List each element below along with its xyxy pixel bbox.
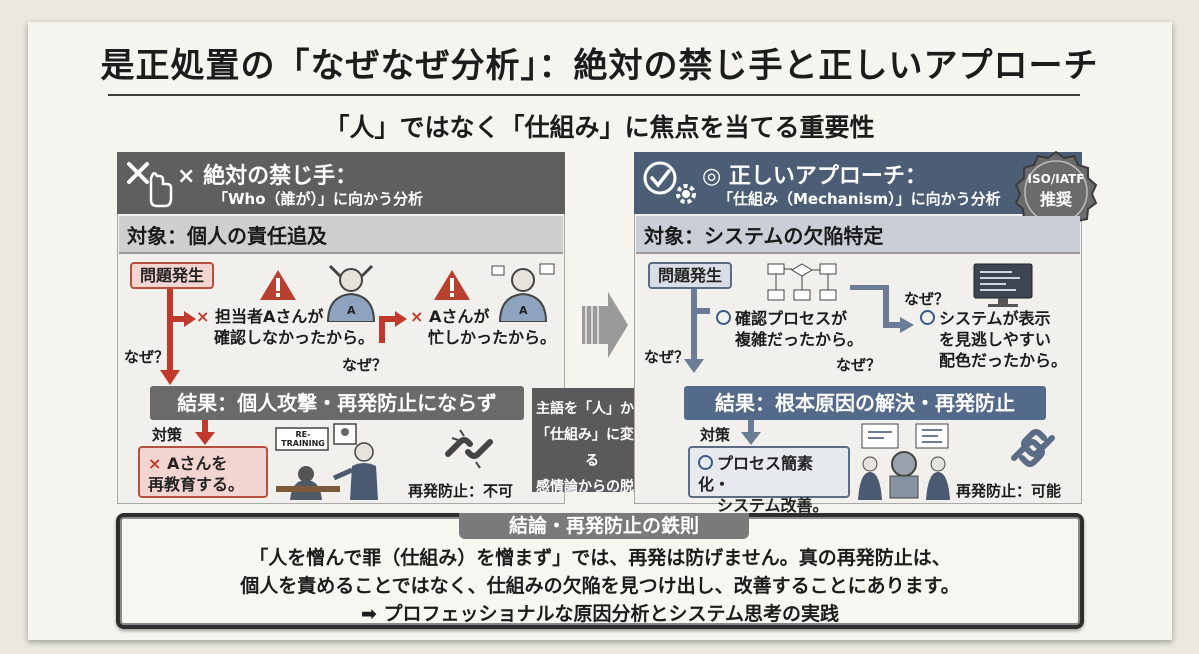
check-gear-icon <box>643 161 696 204</box>
flowchart-icon <box>767 263 837 301</box>
circle-icon <box>698 455 713 470</box>
conclusion-line-2: 個人を責めることではなく、仕組みの欠陥を見つけ出し、改善することにあります。 <box>240 575 960 597</box>
left-measure-line-1: Aさんを <box>166 454 228 473</box>
left-problem-tag: 問題発生 <box>130 262 214 289</box>
page-title: 是正処置の「なぜなぜ分析」：絶対の禁じ手と正しいアプローチ <box>100 46 1099 86</box>
right-reason-2-line-1: システムが表示 <box>939 309 1051 328</box>
svg-text:A: A <box>347 304 356 317</box>
right-why-2: なぜ？ <box>836 356 882 374</box>
right-header-title: ◎ 正しいアプローチ： <box>702 164 927 189</box>
monitor-icon <box>973 263 1033 307</box>
transition-text: 主語を「人」から 「仕組み」に変える 感情論からの脱却 <box>532 396 652 500</box>
transition-arrow-top <box>582 292 628 358</box>
cross-icon: × <box>148 454 167 473</box>
warning-icon <box>434 270 470 300</box>
right-reason-1: 確認プロセスが 複雑だったから。 <box>716 308 863 350</box>
badge-line-1: ISO/IATF <box>1027 172 1085 186</box>
right-reason-2: システムが表示 を見逃しやすい 配色だったから。 <box>920 308 1067 371</box>
transition-line-2: 「仕組み」に変える <box>536 427 648 469</box>
conclusion-box: 結論・再発防止の鉄則 「人を憎んで罪（仕組み）を憎まず」では、再発は防げません。… <box>116 513 1084 629</box>
right-prevention: 再発防止：可能 <box>956 482 1062 500</box>
left-prevention: 再発防止：不可 <box>408 482 514 500</box>
right-reason-2-line-3: 配色だったから。 <box>939 351 1068 370</box>
engineers-icon <box>858 423 950 500</box>
transition-line-3: 感情論からの脱却 <box>536 479 648 495</box>
right-measure-line-2: システム改善。 <box>717 496 829 515</box>
right-target-bar: 対象：システムの欠陥特定 <box>636 216 1080 254</box>
left-header-sub: 「Who（誰が）」に向かう分析 <box>213 190 424 208</box>
left-reason-2-line-1: Aさんが <box>428 307 490 326</box>
trainer-icon <box>275 423 378 500</box>
conclusion-line-1: 「人を憎んで罪（仕組み）を憎まず」では、再発は防げません。真の再発防止は、 <box>249 547 951 569</box>
right-why-3: なぜ？ <box>904 290 950 308</box>
left-reason-1: × 担当者Aさんが 確認しなかったから。 <box>196 306 374 348</box>
link-chain-icon <box>1011 429 1055 467</box>
left-reason-2: × Aさんが 忙しかったから。 <box>410 306 556 348</box>
right-reason-2-line-2: を見逃しやすい <box>939 330 1051 349</box>
right-why-1: なぜ？ <box>644 348 690 366</box>
right-reason-1-line-1: 確認プロセスが <box>735 309 848 328</box>
cross-icon: × <box>410 307 429 326</box>
page-subtitle: 「人」ではなく「仕組み」に焦点を当てる重要性 <box>324 113 875 142</box>
left-measure-label: 対策 <box>152 426 183 444</box>
left-measure-box: × Aさんを 再教育する。 <box>138 446 268 498</box>
right-measure-label: 対策 <box>700 426 731 444</box>
circle-icon <box>716 310 731 325</box>
stressed-worker-icon: A <box>326 264 376 322</box>
left-reason-1-line-2: 確認しなかったから。 <box>214 328 375 347</box>
title-divider <box>108 94 1080 96</box>
warning-icon <box>260 270 296 300</box>
left-header-title: × 絶対の禁じ手： <box>177 164 358 189</box>
retraining-sign: RE-TRAINING <box>281 430 325 448</box>
left-panel-header: × 絶対の禁じ手： 「Who（誰が）」に向かう分析 <box>117 152 565 214</box>
left-reason-1-line-1: 担当者Aさんが <box>214 307 324 326</box>
left-why-2: なぜ？ <box>342 356 388 374</box>
cross-icon: × <box>196 307 215 326</box>
transition-line-1: 主語を「人」から <box>536 401 648 417</box>
broken-chain-icon <box>445 429 493 469</box>
svg-text:A: A <box>519 304 528 317</box>
left-measure-line-2: 再教育する。 <box>148 475 245 494</box>
left-target-bar: 対象：個人の責任追及 <box>119 216 563 254</box>
right-header-sub: 「仕組み（Mechanism）」に向かう分析 <box>718 190 1001 208</box>
badge-line-2: 推奨 <box>1039 190 1072 209</box>
left-why-1: なぜ？ <box>124 348 170 366</box>
right-reason-1-line-2: 複雑だったから。 <box>735 330 864 349</box>
circle-icon <box>920 310 935 325</box>
left-flow-arrows <box>160 289 407 445</box>
right-panel-header: ◎ 正しいアプローチ： 「仕組み（Mechanism）」に向かう分析 <box>634 152 1082 214</box>
right-problem-tag: 問題発生 <box>648 262 732 289</box>
conclusion-title: 結論・再発防止の鉄則 <box>459 513 749 539</box>
busy-worker-icon: A <box>491 263 555 322</box>
right-flow-arrows <box>684 285 914 445</box>
right-result-bar: 結果：根本原因の解決・再発防止 <box>684 386 1046 420</box>
cross-cursor-icon <box>127 162 173 208</box>
left-reason-2-line-2: 忙しかったから。 <box>428 328 557 347</box>
iso-badge-label: ISO/IATF 推奨 <box>1014 172 1098 210</box>
right-measure-line-1: プロセス簡素化・ <box>698 454 814 494</box>
right-measure-box: プロセス簡素化・ システム改善。 <box>688 446 850 515</box>
conclusion-line-3: ➡ プロフェッショナルな原因分析とシステム思考の実践 <box>361 603 839 625</box>
left-result-bar: 結果：個人攻撃・再発防止にならず <box>150 386 524 420</box>
